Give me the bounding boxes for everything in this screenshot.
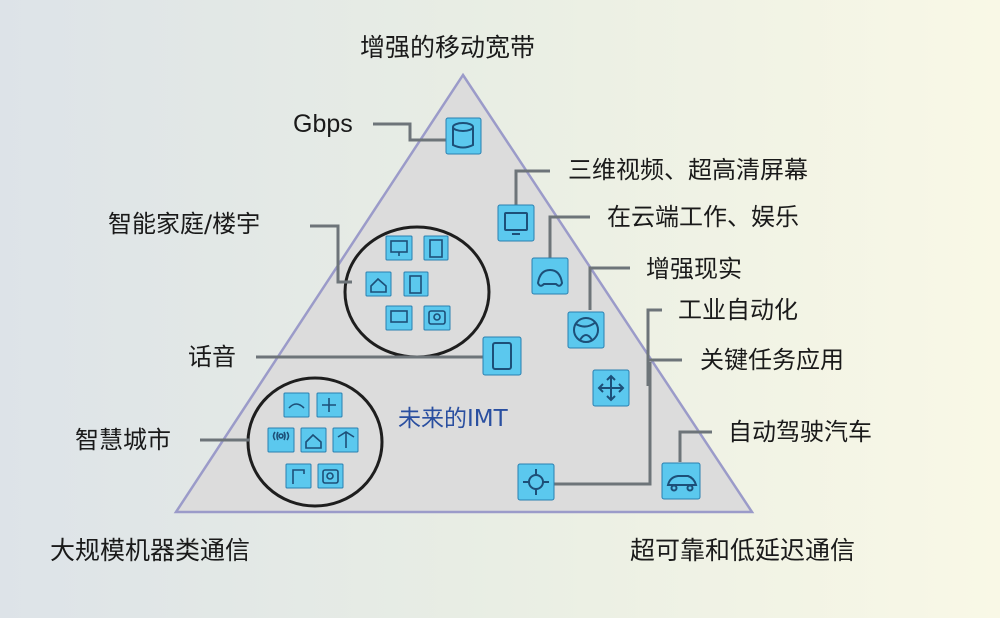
smart-city-circle [246, 376, 384, 508]
connector-self-driving [678, 430, 712, 462]
crosshair-icon [517, 463, 555, 501]
camera-icon [423, 305, 451, 331]
meter-icon [317, 463, 344, 489]
connector-mission-bottom [552, 362, 652, 486]
mission-critical-label: 关键任务应用 [700, 346, 844, 374]
connector-ar [588, 266, 630, 310]
house-icon-city [300, 427, 327, 453]
connector-smart-home [310, 224, 352, 284]
video-3d-label: 三维视频、超高清屏幕 [568, 156, 808, 184]
smart-home-label: 智能家庭/楼宇 [108, 210, 261, 238]
self-driving-label: 自动驾驶汽车 [728, 418, 872, 446]
tablet-icon [497, 204, 535, 242]
ar-label: 增强现实 [646, 255, 742, 283]
industry-label: 工业自动化 [678, 296, 798, 324]
monitor-icon [385, 235, 413, 261]
corner-left-label: 大规模机器类通信 [50, 536, 251, 565]
house-icon [365, 271, 392, 297]
signal-icon [267, 427, 295, 453]
connector-cloud [548, 215, 590, 260]
voice-label: 话音 [188, 343, 236, 371]
connector-gbps [373, 122, 446, 142]
connector-3d-video [514, 169, 550, 207]
title-top: 增强的移动宽带 [360, 33, 536, 62]
lamp-icon [285, 463, 312, 489]
cloud-label: 在云端工作、娱乐 [607, 203, 799, 231]
center-label: 未来的IMT [398, 406, 508, 432]
cloud-icon [283, 392, 310, 418]
screen-icon [385, 305, 413, 331]
smart-city-label: 智慧城市 [75, 426, 171, 454]
corner-right-label: 超可靠和低延迟通信 [630, 536, 856, 565]
gbps-label: Gbps [293, 110, 353, 138]
gamepad-icon [531, 257, 569, 295]
